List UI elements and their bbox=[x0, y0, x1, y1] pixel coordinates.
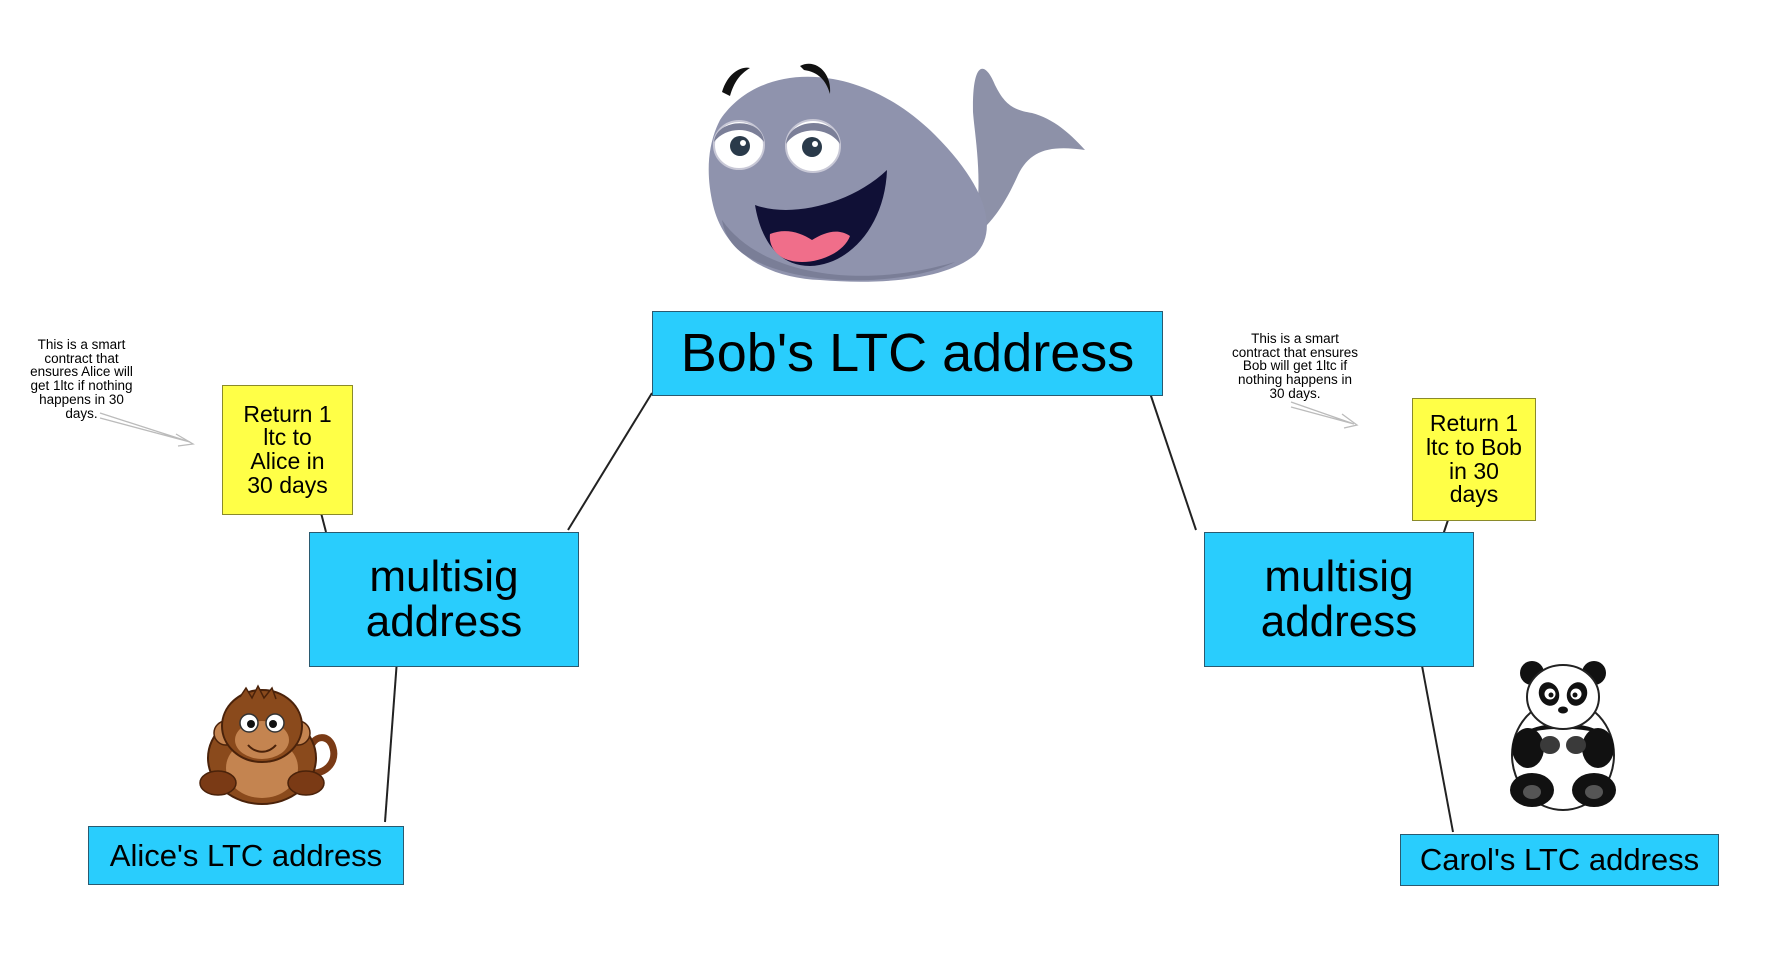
multisig-address-left-box: multisig address bbox=[309, 532, 579, 667]
connector-bob-to-multisig-right bbox=[1149, 392, 1197, 531]
comment-arrow-left bbox=[99, 412, 195, 447]
monkey-icon bbox=[199, 684, 338, 805]
connector-bob-to-multisig-left bbox=[567, 392, 653, 531]
carol-ltc-address-label: Carol's LTC address bbox=[1419, 842, 1700, 878]
panda-icon bbox=[1510, 661, 1616, 811]
multisig-address-right-label: multisig address bbox=[1260, 551, 1418, 646]
bob-ltc-address-box: Bob's LTC address bbox=[652, 311, 1163, 396]
whale-icon bbox=[708, 63, 1085, 282]
comment-left-text: This is a smart contract that ensures Al… bbox=[30, 336, 133, 421]
bob-ltc-address-label: Bob's LTC address bbox=[680, 322, 1135, 383]
alice-ltc-address-label: Alice's LTC address bbox=[109, 837, 383, 873]
sticky-note-right-text: Return 1 ltc to Bob in 30 days bbox=[1426, 410, 1522, 508]
sticky-note-left: Return 1 ltc to Alice in 30 days bbox=[222, 385, 353, 515]
alice-ltc-address-box: Alice's LTC address bbox=[88, 826, 404, 885]
comment-right-text: This is a smart contract that ensures Bo… bbox=[1231, 330, 1359, 401]
connector-multisig-right-to-carol bbox=[1419, 654, 1454, 833]
carol-ltc-address-box: Carol's LTC address bbox=[1400, 834, 1719, 886]
multisig-address-right-box: multisig address bbox=[1204, 532, 1474, 667]
comment-left: This is a smart contract that ensures Al… bbox=[14, 324, 149, 420]
comment-arrow-right bbox=[1290, 401, 1359, 429]
comment-right: This is a smart contract that ensures Bo… bbox=[1212, 318, 1378, 401]
multisig-address-left-label: multisig address bbox=[365, 551, 523, 646]
sticky-note-right: Return 1 ltc to Bob in 30 days bbox=[1412, 398, 1536, 521]
sticky-note-left-text: Return 1 ltc to Alice in 30 days bbox=[243, 400, 332, 498]
connector-multisig-left-to-alice bbox=[384, 659, 398, 823]
